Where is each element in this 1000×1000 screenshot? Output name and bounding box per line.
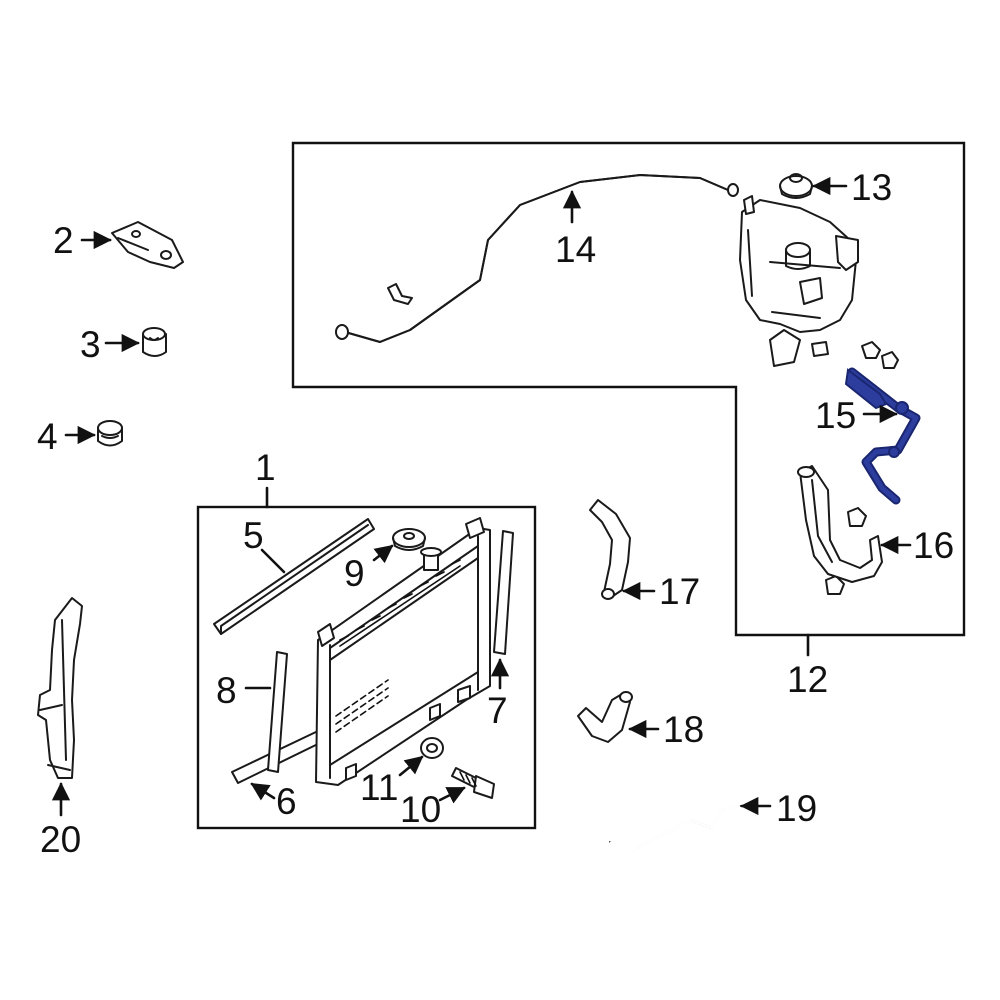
part-5-upper-seal-drawing [213, 518, 375, 635]
part-11-washer-drawing [420, 737, 444, 759]
callout-10[interactable]: 10 [400, 789, 441, 830]
part-18-hose-drawing [577, 691, 633, 743]
callout-6[interactable]: 6 [276, 781, 297, 822]
callout-3[interactable]: 3 [80, 324, 101, 365]
leader-10 [438, 786, 466, 804]
callout-18[interactable]: 18 [663, 709, 704, 750]
callout-14[interactable]: 14 [555, 229, 596, 270]
part-10-bolt-drawing [451, 767, 495, 799]
callout-4[interactable]: 4 [37, 416, 58, 457]
hose-clamps-drawing [825, 341, 899, 595]
part-16-hose-drawing [797, 465, 883, 583]
part-4-bushing-drawing [97, 420, 123, 447]
callout-1[interactable]: 1 [255, 447, 276, 488]
leader-9 [372, 544, 394, 564]
callout-12[interactable]: 12 [787, 659, 828, 700]
callout-17[interactable]: 17 [659, 571, 700, 612]
leader-6 [250, 782, 276, 801]
part-19-tube-drawing [609, 804, 741, 858]
part-7-right-seal-drawing [493, 530, 514, 655]
callout-5[interactable]: 5 [243, 515, 264, 556]
part-2-bracket-drawing [111, 221, 184, 269]
radiator-group-box [196, 505, 537, 830]
callout-15[interactable]: 15 [815, 395, 856, 436]
part-15-hose-drawing [844, 367, 921, 505]
part-13-reservoir-cap-drawing [779, 173, 813, 199]
callout-16[interactable]: 16 [913, 525, 954, 566]
part-20-side-deflector-drawing [37, 597, 83, 779]
callout-8[interactable]: 8 [216, 670, 237, 711]
leader-11 [398, 755, 424, 777]
callout-20[interactable]: 20 [40, 819, 81, 860]
reservoir-group-box [291, 141, 966, 637]
callout-11[interactable]: 11 [360, 767, 398, 808]
part-3-bushing-drawing [142, 327, 167, 357]
part-17-hose-drawing [589, 499, 631, 600]
callout-13[interactable]: 13 [851, 167, 892, 208]
part-9-radiator-cap-drawing [392, 528, 426, 551]
callout-2[interactable]: 2 [53, 220, 74, 261]
part-14-overflow-hose-drawing [335, 174, 739, 343]
callout-7[interactable]: 7 [487, 690, 508, 731]
coolant-reservoir-drawing [739, 195, 859, 367]
callout-19[interactable]: 19 [776, 788, 817, 829]
radiator-drawing [315, 517, 491, 786]
part-8-left-seal-drawing [267, 651, 288, 773]
leader-5 [260, 548, 286, 574]
callout-9[interactable]: 9 [344, 553, 365, 594]
